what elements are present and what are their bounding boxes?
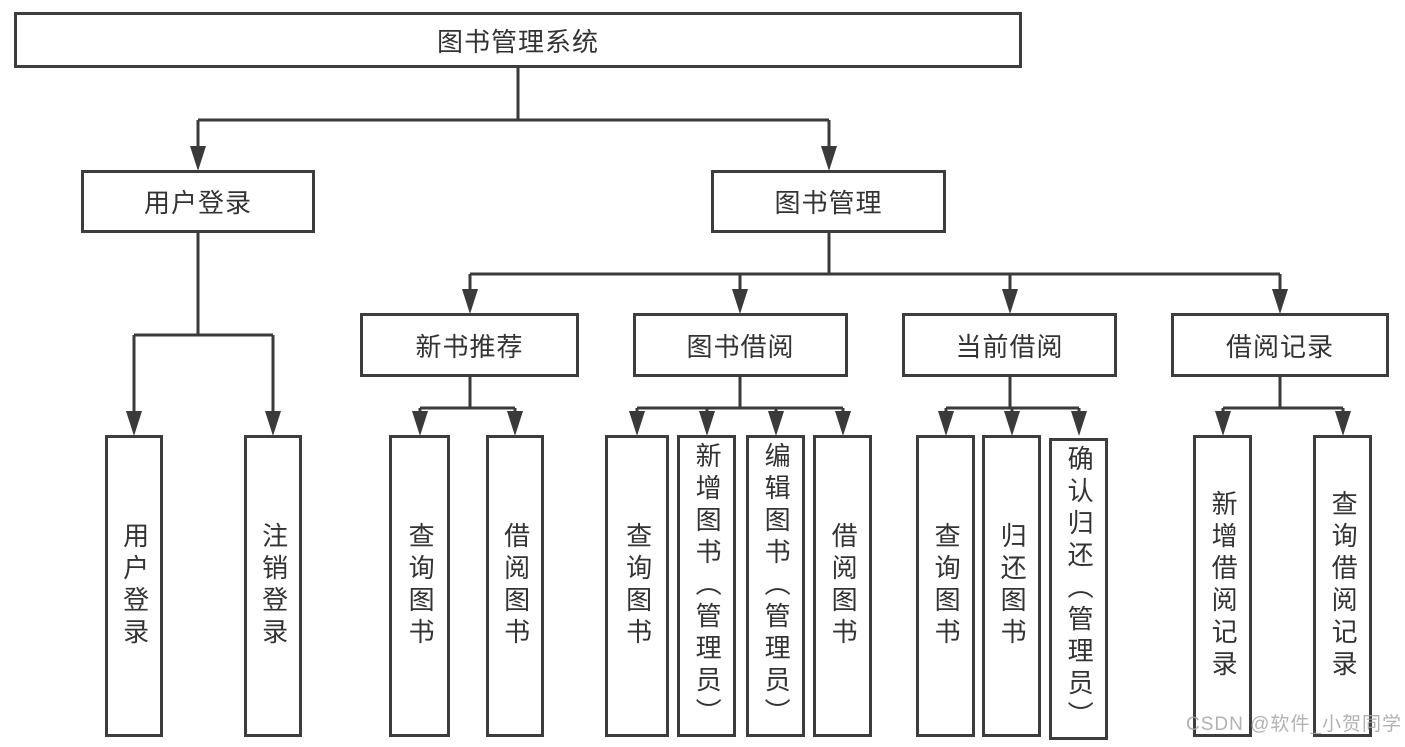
node-label: 用户登录 (143, 188, 252, 218)
node-user-login-branch: 用户登录 (81, 170, 315, 233)
node-cb-query-books: 查询图书 (916, 435, 975, 737)
node-label: 归还图书 (997, 522, 1028, 650)
node-label: 新书推荐 (415, 331, 524, 362)
node-new-book-recommendation: 新书推荐 (360, 313, 579, 377)
node-label: 图书管理 (774, 188, 883, 218)
arrowheads (126, 146, 1351, 436)
node-borrowing-records: 借阅记录 (1171, 313, 1389, 377)
node-label: 当前借阅 (955, 331, 1064, 362)
node-book-borrowing: 图书借阅 (633, 313, 848, 377)
node-br-query-record: 查询借阅记录 (1313, 435, 1372, 737)
node-label: 注销登录 (258, 522, 289, 650)
node-label: 用户登录 (119, 522, 150, 650)
node-br-add-record: 新增借阅记录 (1193, 435, 1252, 737)
node-cb-confirm-return-admin: 确认归还（管理员） (1049, 438, 1108, 740)
node-label: 借阅记录 (1225, 331, 1334, 362)
node-bb-add-books-admin: 新增图书（管理员） (677, 435, 736, 737)
node-label: 查询图书 (405, 522, 436, 650)
node-label: 查询借阅记录 (1328, 490, 1359, 682)
node-cb-return-books: 归还图书 (982, 435, 1041, 737)
node-label: 图书借阅 (686, 331, 795, 362)
node-label: 借阅图书 (500, 522, 531, 650)
node-rec-borrow-books: 借阅图书 (486, 435, 544, 737)
node-user-login-leaf: 用户登录 (105, 435, 163, 737)
node-label: 确认归还（管理员） (1064, 445, 1095, 733)
node-label: 借阅图书 (828, 522, 859, 650)
node-label: 编辑图书（管理员） (761, 442, 792, 730)
node-label: 图书管理系统 (436, 26, 599, 57)
node-book-management: 图书管理 (711, 170, 946, 233)
node-library-management-system: 图书管理系统 (14, 12, 1022, 68)
node-label: 新增图书（管理员） (692, 442, 723, 730)
node-rec-query-books: 查询图书 (389, 435, 450, 737)
csdn-watermark: CSDN @软件_小贺同学 (1186, 714, 1402, 735)
node-label: 查询图书 (622, 522, 653, 650)
node-logout: 注销登录 (244, 435, 302, 737)
node-bb-borrow-books: 借阅图书 (813, 435, 872, 737)
node-label: 新增借阅记录 (1208, 490, 1239, 682)
node-bb-edit-books-admin: 编辑图书（管理员） (746, 435, 805, 737)
node-label: 查询图书 (931, 522, 962, 650)
node-current-borrowing: 当前借阅 (902, 313, 1117, 377)
node-bb-query-books: 查询图书 (605, 435, 669, 737)
